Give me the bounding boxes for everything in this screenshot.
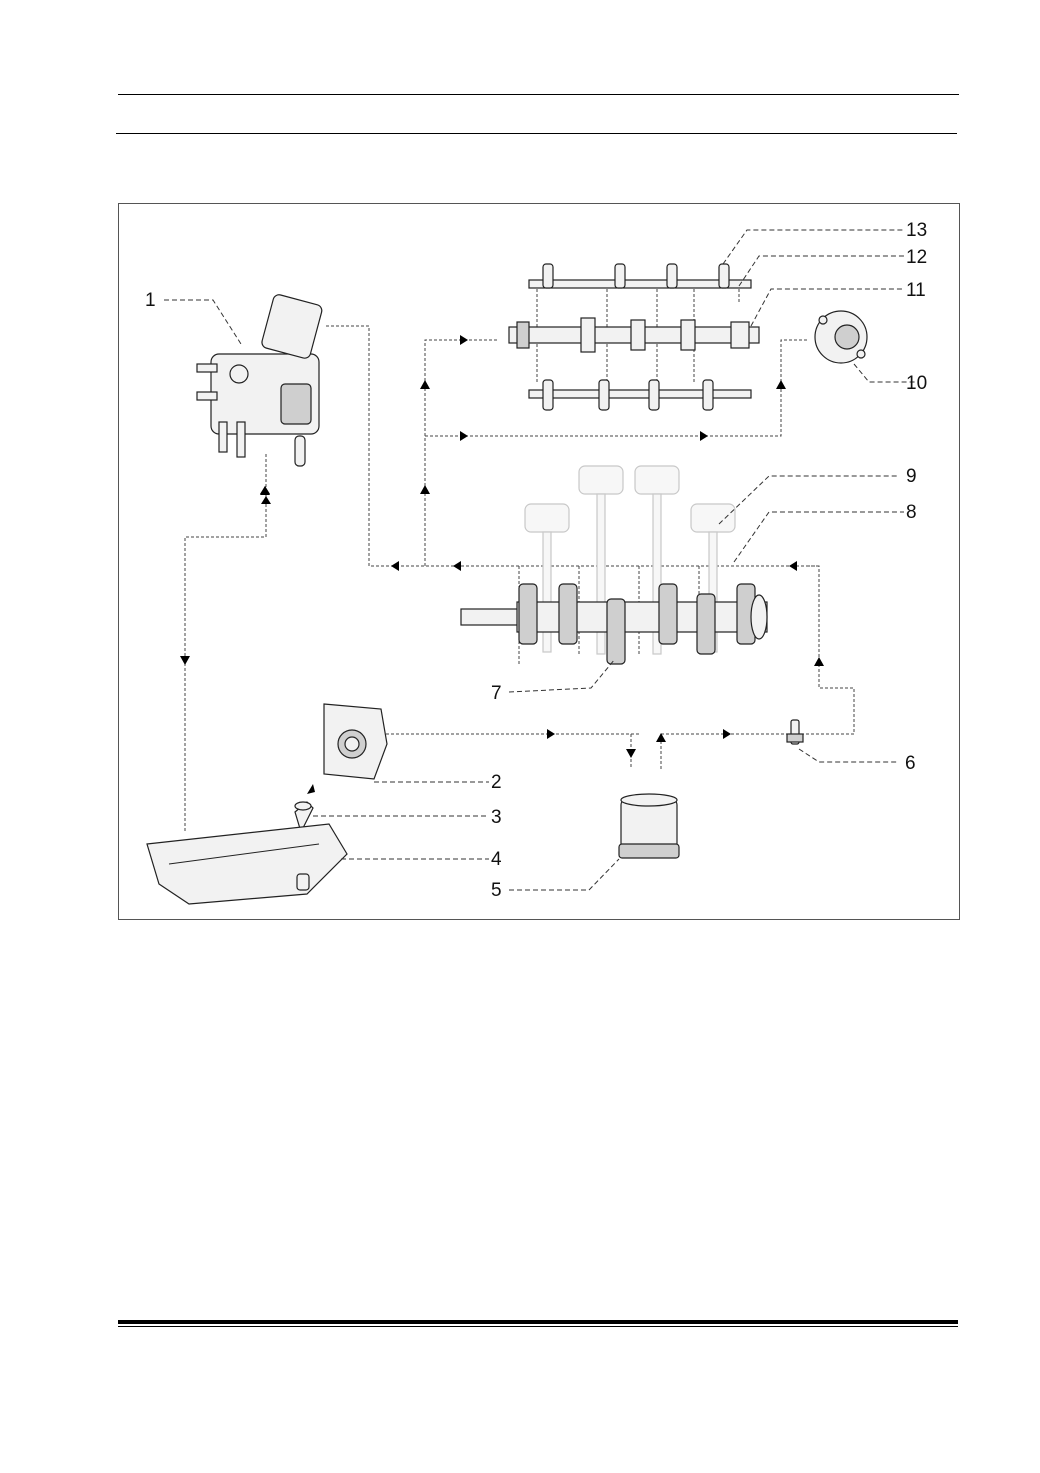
oil-cooler-module <box>196 294 323 467</box>
arrow-left <box>391 561 399 571</box>
arrow-diag-pump <box>307 784 315 794</box>
flow-to-camshaft <box>424 339 499 566</box>
header-rule-bottom <box>116 133 957 134</box>
crank-main <box>516 601 768 633</box>
arrow-up <box>776 380 786 389</box>
footer-rule-thin <box>118 1326 958 1327</box>
vacuum-pump <box>814 310 868 364</box>
rocker-rail-top <box>528 279 752 289</box>
flow-to-vacuum-pump <box>425 339 809 437</box>
leader-9 <box>718 475 899 525</box>
oil-filter <box>618 793 680 859</box>
leader-6 <box>798 748 899 763</box>
leader-5 <box>509 858 620 891</box>
leader-7 <box>508 658 616 693</box>
header-rule-top <box>118 94 959 95</box>
leader-13 <box>722 229 904 265</box>
flow-arrows <box>180 335 824 794</box>
callout-1: 1 <box>145 290 156 311</box>
leader-1 <box>164 299 242 345</box>
oil-pickup <box>294 801 314 834</box>
arrow-up <box>261 496 271 504</box>
callout-10: 10 <box>906 373 927 394</box>
arrow-up <box>420 380 430 389</box>
crankshaft-assembly <box>460 465 768 665</box>
callout-4: 4 <box>491 849 502 870</box>
arrow-up <box>656 733 666 742</box>
arrow-right <box>547 729 555 739</box>
arrow-up <box>814 657 824 666</box>
rocker-rail-bottom <box>528 389 752 399</box>
leader-8 <box>733 511 904 563</box>
leader-10 <box>853 363 919 383</box>
arrow-down <box>180 656 190 665</box>
footer-rule-thick <box>118 1320 958 1324</box>
arrow-left <box>789 561 797 571</box>
arrow-right <box>460 335 468 345</box>
rocker-arms-top <box>542 263 730 289</box>
callout-2: 2 <box>491 772 502 793</box>
oil-pan <box>146 823 348 905</box>
rocker-arms-bottom <box>542 379 714 411</box>
callout-9: 9 <box>906 466 917 487</box>
leader-12 <box>738 255 904 287</box>
callout-12: 12 <box>906 247 927 268</box>
arrow-right <box>700 431 708 441</box>
arrow-right <box>460 431 468 441</box>
lubrication-system-diagram: 1 2 3 4 5 6 7 8 9 10 11 12 13 <box>118 203 960 920</box>
arrow-left <box>453 561 461 571</box>
callout-11: 11 <box>906 280 926 301</box>
callout-6: 6 <box>905 753 916 774</box>
diagram-svg: 1 2 3 4 5 6 7 8 9 10 11 12 13 <box>145 220 927 905</box>
oil-pump <box>323 703 388 780</box>
crank-nose <box>460 608 522 626</box>
callout-labels: 1 2 3 4 5 6 7 8 9 10 11 12 13 <box>145 220 927 901</box>
oil-pressure-switch <box>786 719 804 745</box>
camshaft-assembly <box>508 263 760 411</box>
arrow-down <box>260 486 270 495</box>
arrow-down <box>626 749 636 758</box>
flow-main-gallery <box>324 325 819 567</box>
callout-3: 3 <box>491 807 502 828</box>
arrow-right <box>723 729 731 739</box>
callout-8: 8 <box>906 502 917 523</box>
pistons-ghost <box>524 465 736 655</box>
arrow-up <box>420 485 430 494</box>
leader-11 <box>750 288 904 327</box>
callout-13: 13 <box>906 220 927 241</box>
flow-return-left <box>184 452 267 831</box>
callout-7: 7 <box>491 683 502 704</box>
callout-leaders <box>164 229 919 891</box>
callout-5: 5 <box>491 880 502 901</box>
